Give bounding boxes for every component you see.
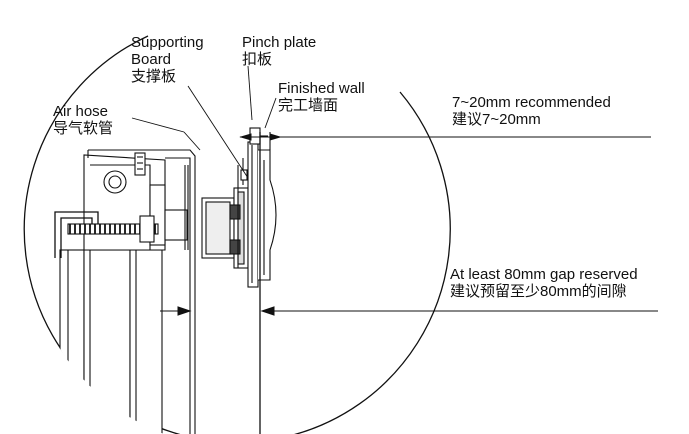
connector-assembly [201,158,249,269]
air-hose-label: Air hose 导气软管 [53,103,114,137]
pinch-plate-label: Pinch plate 扣板 [242,34,317,68]
dimension-80mm [160,306,658,316]
supporting-board [247,141,277,288]
air-hose [54,211,159,258]
detail-circle [23,35,451,434]
unit-body [59,249,163,434]
dimension-7-20mm [239,133,651,141]
reserved-gap-label: At least 80mm gap reserved 建议预留至少80mm的间隙 [450,266,638,300]
finished-wall-label: Finished wall 完工墙面 [278,80,365,114]
pinch-plate [249,127,268,145]
supporting-board-label: Supporting Board 支撑板 [131,34,204,85]
leader-lines [131,65,277,179]
recommended-gap-label: 7~20mm recommended 建议7~20mm [452,94,611,128]
